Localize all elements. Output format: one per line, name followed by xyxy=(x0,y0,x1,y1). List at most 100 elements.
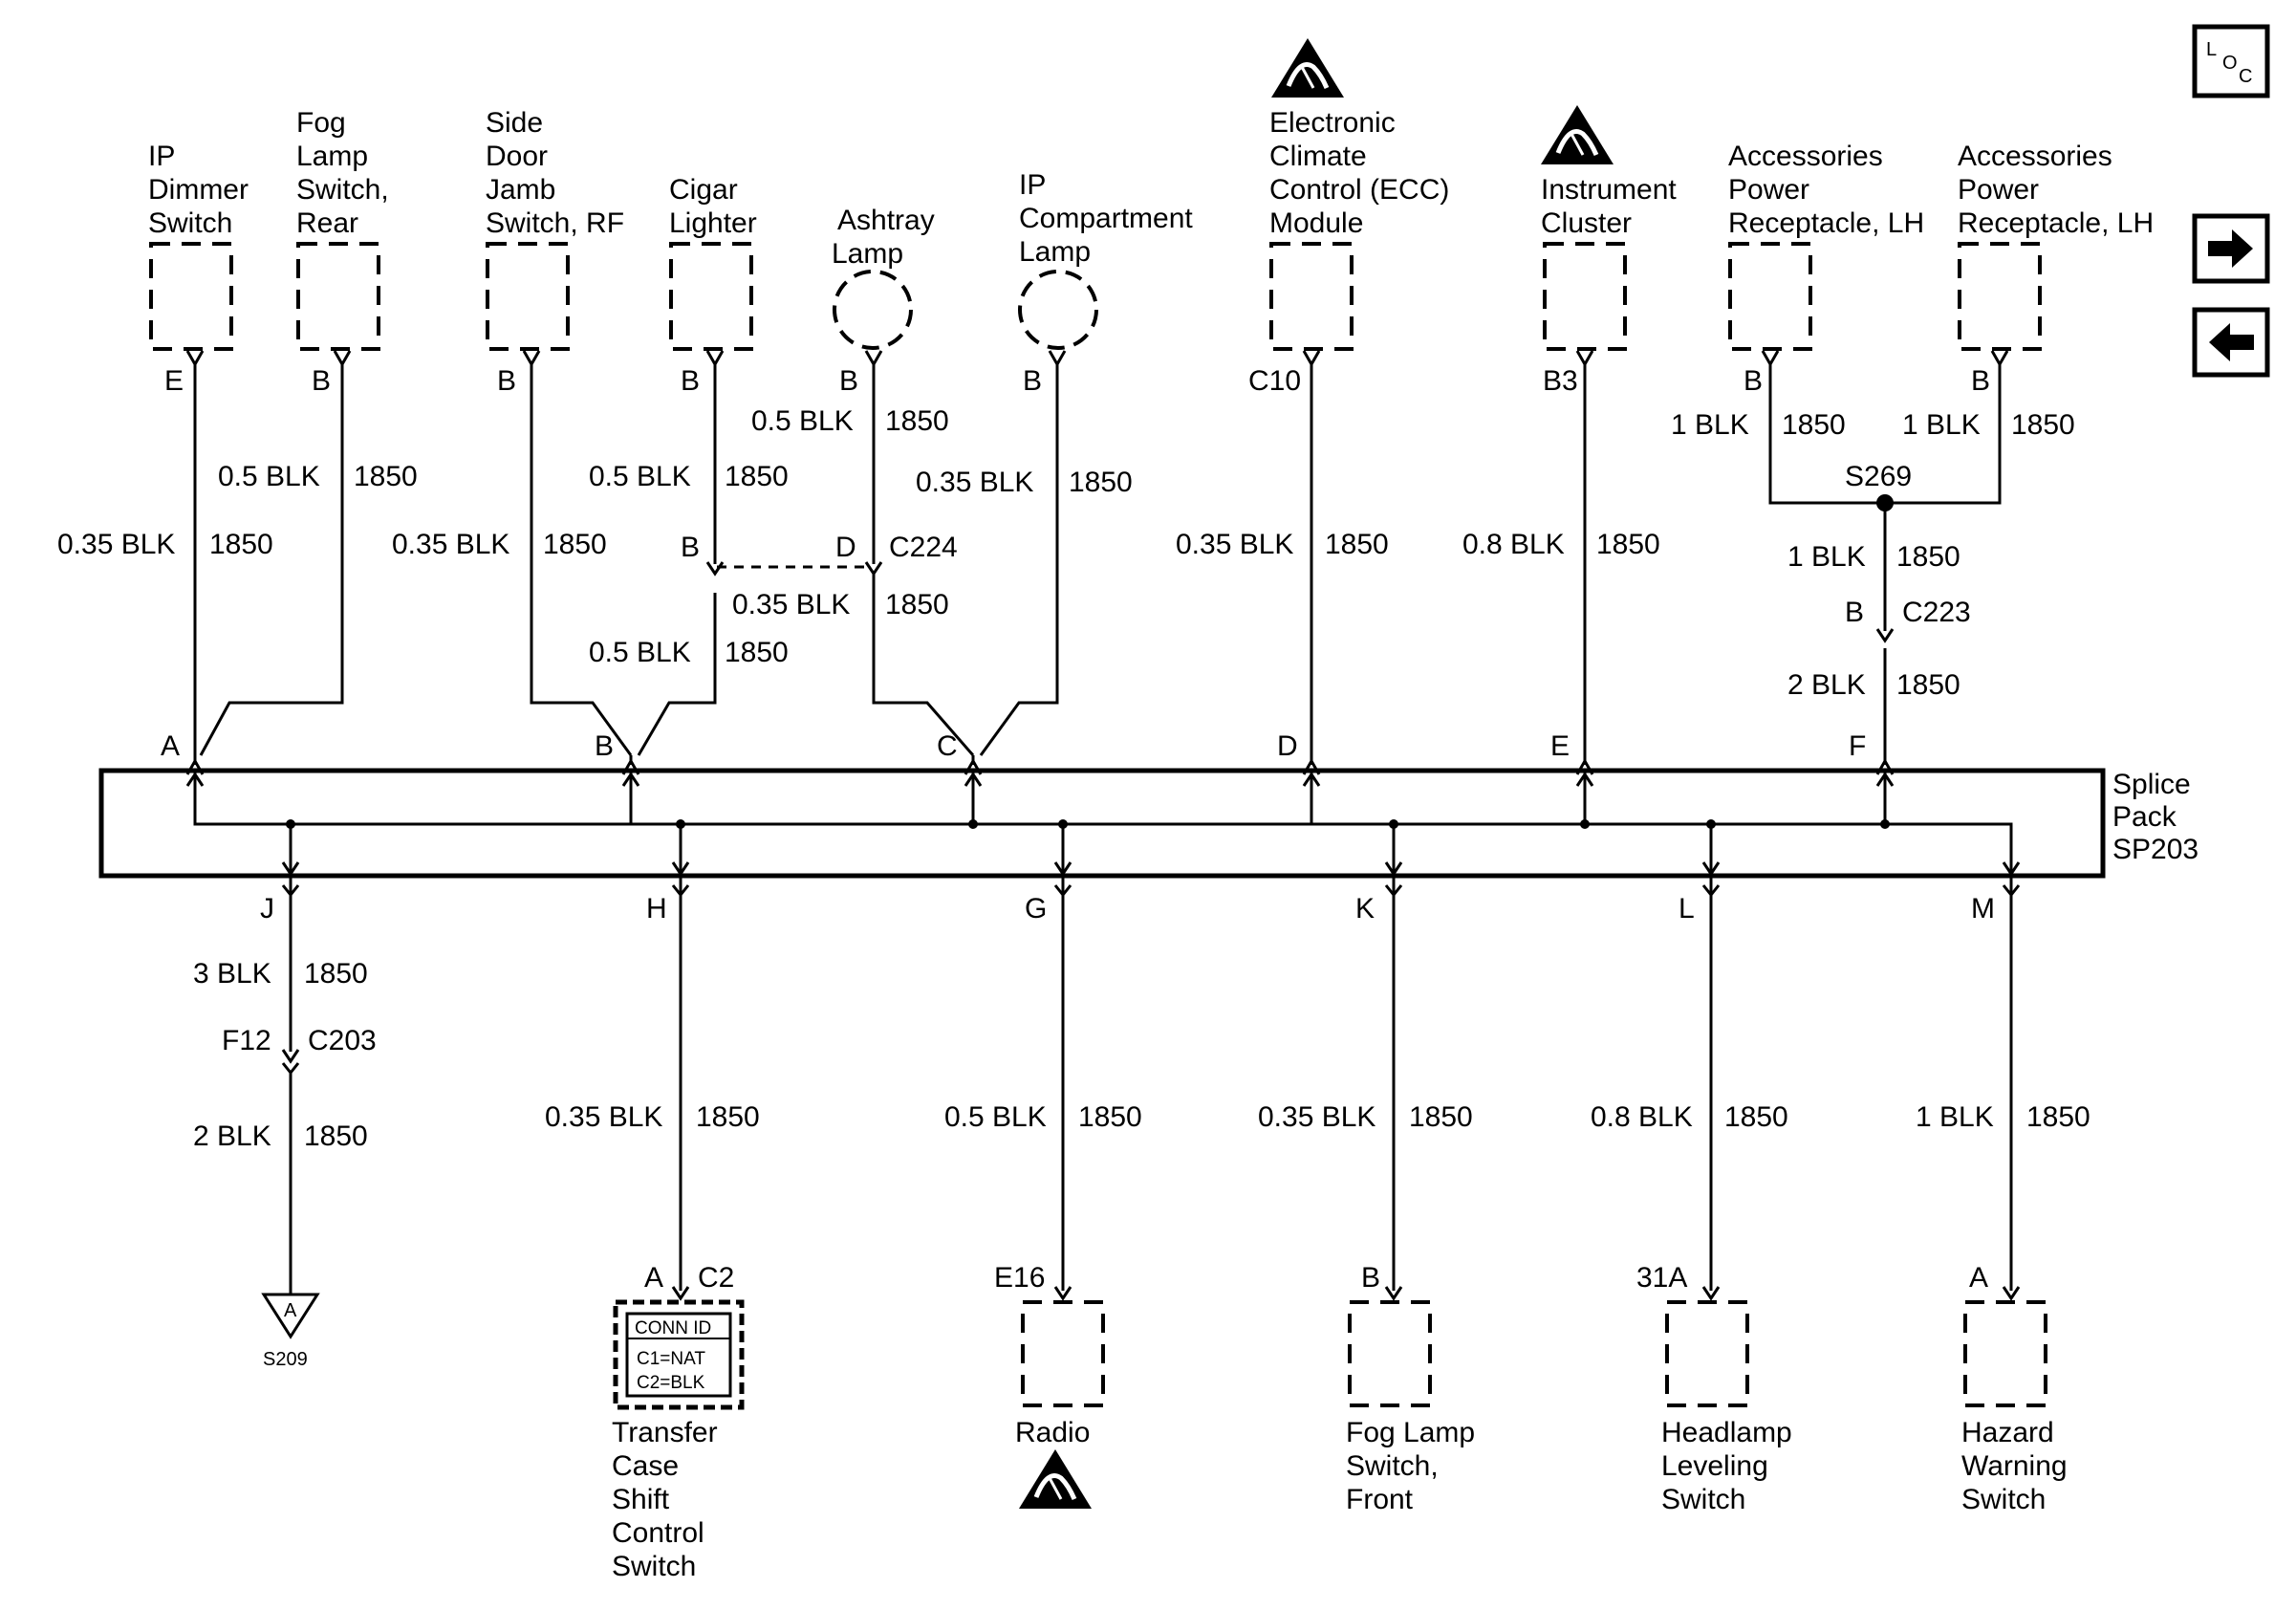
component-fog-lamp-switch-front: B Fog Lamp Switch, Front xyxy=(1346,1262,1475,1515)
svg-text:E: E xyxy=(164,365,184,397)
svg-text:1850: 1850 xyxy=(1782,409,1846,441)
svg-text:1850: 1850 xyxy=(1596,529,1660,560)
svg-text:31A: 31A xyxy=(1636,1262,1687,1294)
svg-text:1850: 1850 xyxy=(1325,529,1389,560)
svg-text:M: M xyxy=(1971,893,1995,925)
previous-page-button[interactable] xyxy=(2192,307,2270,378)
svg-text:Ashtray: Ashtray xyxy=(837,205,935,236)
svg-text:3 BLK: 3 BLK xyxy=(193,958,271,990)
svg-text:Switch,: Switch, xyxy=(1346,1450,1439,1482)
svg-text:1850: 1850 xyxy=(1078,1101,1142,1133)
svg-text:1850: 1850 xyxy=(725,637,789,668)
svg-text:B: B xyxy=(1971,365,1990,397)
svg-text:Cluster: Cluster xyxy=(1541,207,1632,239)
svg-text:C1=NAT: C1=NAT xyxy=(637,1349,705,1369)
svg-text:1 BLK: 1 BLK xyxy=(1902,409,1981,441)
svg-text:C10: C10 xyxy=(1248,365,1301,397)
svg-text:G: G xyxy=(1025,893,1047,925)
svg-text:Power: Power xyxy=(1958,174,2039,206)
svg-text:B: B xyxy=(1744,365,1763,397)
svg-text:Splice: Splice xyxy=(2112,769,2191,800)
svg-text:0.5 BLK: 0.5 BLK xyxy=(944,1101,1047,1133)
svg-text:0.8 BLK: 0.8 BLK xyxy=(1591,1101,1693,1133)
svg-text:0.5 BLK: 0.5 BLK xyxy=(218,461,320,492)
svg-text:Switch, RF: Switch, RF xyxy=(486,207,624,239)
svg-text:C223: C223 xyxy=(1902,597,1971,628)
svg-text:Module: Module xyxy=(1269,207,1363,239)
top-wires xyxy=(185,350,2009,756)
component-headlamp-leveling-switch: 31A Headlamp Leveling Switch xyxy=(1636,1262,1792,1515)
svg-text:A: A xyxy=(644,1262,663,1294)
svg-text:A: A xyxy=(161,730,180,762)
bottom-wire-labels: 3 BLK 1850 F12 C203 2 BLK 1850 0.35 BLK … xyxy=(193,958,2090,1152)
svg-text:0.5 BLK: 0.5 BLK xyxy=(751,405,854,437)
component-accessories-receptacle-1: Accessories Power Receptacle, LH B xyxy=(1728,141,1924,397)
svg-text:B: B xyxy=(839,365,858,397)
svg-text:Lighter: Lighter xyxy=(669,207,757,239)
svg-text:Lamp: Lamp xyxy=(296,141,368,172)
next-page-button[interactable] xyxy=(2192,213,2270,284)
top-wire-labels: 0.35 BLK 1850 0.5 BLK 1850 0.35 BLK 1850… xyxy=(57,405,2075,701)
svg-text:0.35 BLK: 0.35 BLK xyxy=(1176,529,1293,560)
svg-text:Receptacle, LH: Receptacle, LH xyxy=(1958,207,2154,239)
svg-text:Switch: Switch xyxy=(612,1551,696,1582)
svg-text:0.8 BLK: 0.8 BLK xyxy=(1462,529,1565,560)
esd-warning-icon xyxy=(1271,38,1344,98)
svg-text:0.5 BLK: 0.5 BLK xyxy=(589,461,691,492)
esd-warning-icon xyxy=(1541,105,1614,164)
svg-text:Rear: Rear xyxy=(296,207,358,239)
component-ip-compartment-lamp: IP Compartment Lamp B xyxy=(1018,169,1193,397)
svg-text:B: B xyxy=(681,365,700,397)
svg-text:1850: 1850 xyxy=(1069,467,1133,498)
svg-text:A: A xyxy=(284,1300,297,1321)
svg-text:Cigar: Cigar xyxy=(669,174,738,206)
svg-text:Lamp: Lamp xyxy=(832,238,903,270)
svg-text:Warning: Warning xyxy=(1961,1450,2068,1482)
ground-s209: A S209 xyxy=(261,1293,320,1370)
svg-text:0.35 BLK: 0.35 BLK xyxy=(1258,1101,1375,1133)
svg-text:Accessories: Accessories xyxy=(1958,141,2112,172)
svg-text:0.35 BLK: 0.35 BLK xyxy=(392,529,509,560)
svg-text:1850: 1850 xyxy=(1724,1101,1788,1133)
svg-text:Accessories: Accessories xyxy=(1728,141,1883,172)
svg-text:Control: Control xyxy=(612,1517,704,1549)
svg-text:C203: C203 xyxy=(308,1025,377,1056)
svg-text:D: D xyxy=(835,532,856,563)
svg-text:1850: 1850 xyxy=(304,1120,368,1152)
arrow-left-icon xyxy=(2209,323,2254,361)
svg-text:0.35 BLK: 0.35 BLK xyxy=(545,1101,662,1133)
component-radio: E16 Radio xyxy=(994,1262,1105,1448)
svg-text:Hazard: Hazard xyxy=(1961,1417,2054,1448)
component-ip-dimmer-switch: IP Dimmer Switch E xyxy=(148,141,249,397)
svg-text:Instrument: Instrument xyxy=(1541,174,1677,206)
svg-text:Dimmer: Dimmer xyxy=(148,174,249,206)
loc-icon[interactable]: L O C xyxy=(2192,24,2270,98)
svg-text:Fog Lamp: Fog Lamp xyxy=(1346,1417,1475,1448)
svg-text:D: D xyxy=(1277,730,1298,762)
svg-text:B: B xyxy=(1845,597,1864,628)
svg-text:Radio: Radio xyxy=(1015,1417,1090,1448)
arrow-right-icon xyxy=(2208,229,2253,268)
svg-text:Headlamp: Headlamp xyxy=(1661,1417,1792,1448)
svg-text:B: B xyxy=(312,365,331,397)
component-ashtray-lamp: Ashtray Lamp B xyxy=(832,205,935,397)
svg-text:Lamp: Lamp xyxy=(1019,236,1091,268)
svg-text:Leveling: Leveling xyxy=(1661,1450,1768,1482)
svg-text:CONN ID: CONN ID xyxy=(635,1318,711,1338)
svg-text:2 BLK: 2 BLK xyxy=(1787,669,1866,701)
svg-text:1 BLK: 1 BLK xyxy=(1787,541,1866,573)
svg-text:Case: Case xyxy=(612,1450,679,1482)
svg-text:Jamb: Jamb xyxy=(486,174,555,206)
svg-text:1850: 1850 xyxy=(885,589,949,620)
svg-text:0.35 BLK: 0.35 BLK xyxy=(916,467,1033,498)
svg-text:B3: B3 xyxy=(1543,365,1578,397)
svg-text:1850: 1850 xyxy=(725,461,789,492)
svg-text:C: C xyxy=(937,730,958,762)
svg-text:B: B xyxy=(595,730,614,762)
svg-text:S209: S209 xyxy=(263,1349,308,1370)
svg-text:1850: 1850 xyxy=(696,1101,760,1133)
component-hazard-warning-switch: A Hazard Warning Switch xyxy=(1961,1262,2068,1515)
svg-text:C2=BLK: C2=BLK xyxy=(637,1373,705,1393)
component-accessories-receptacle-2: Accessories Power Receptacle, LH B xyxy=(1958,141,2154,397)
